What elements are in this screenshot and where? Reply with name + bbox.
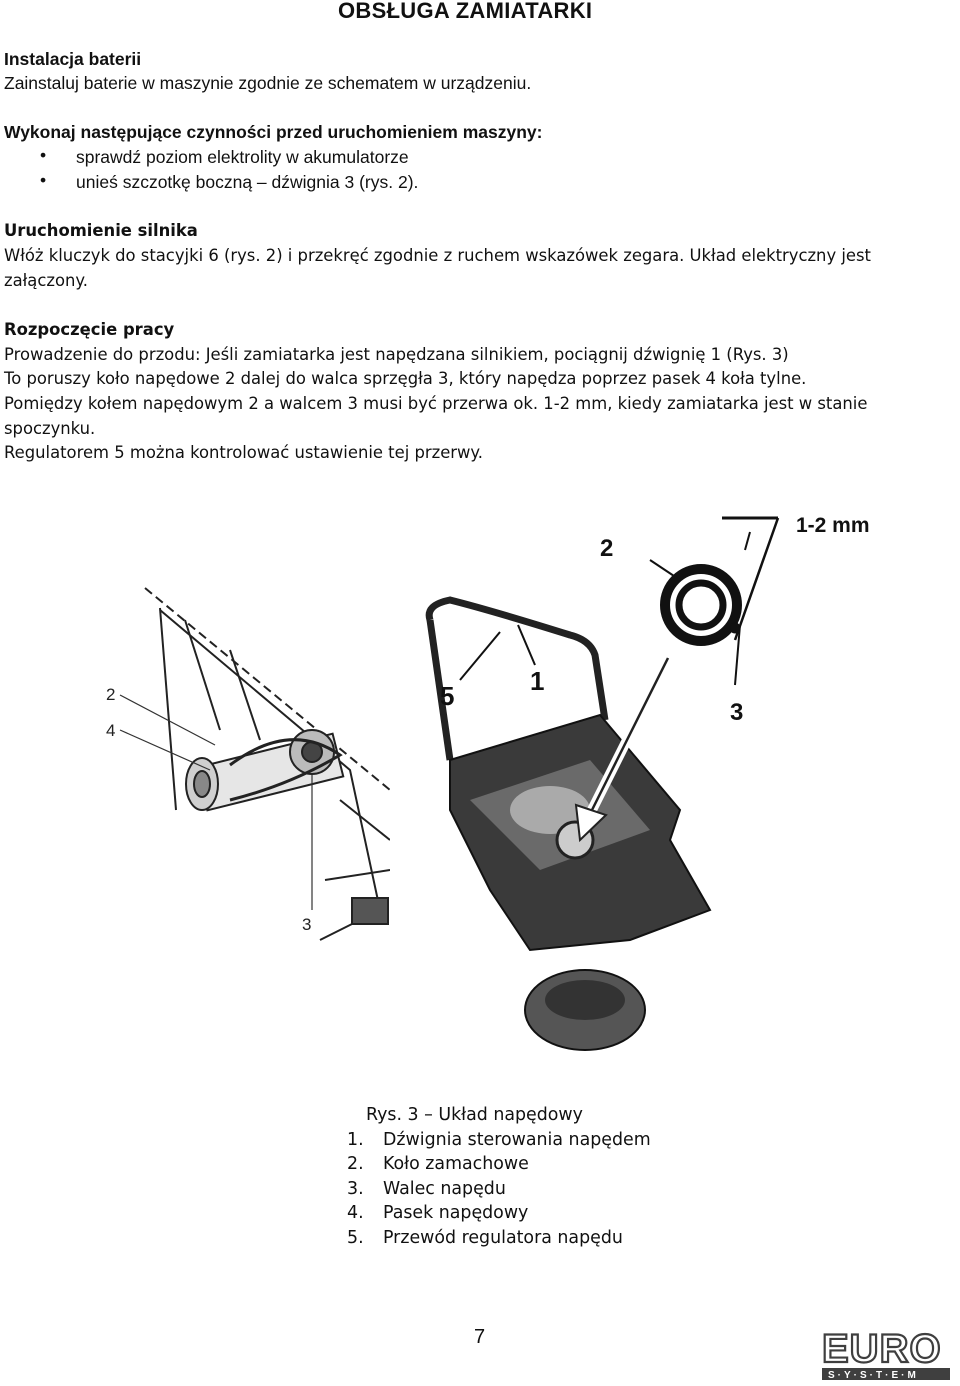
work-line: To poruszy koło napędowe 2 dalej do walc… [4,369,807,388]
right-label: 5 [440,681,454,711]
bullet-marker: • [40,145,47,165]
battery-text: Zainstaluj baterie w maszynie zgodnie ze… [4,73,532,93]
gap-label: 1-2 mm [796,514,870,537]
bullet-marker: • [40,170,47,190]
work-heading: Rozpoczęcie pracy [4,320,175,339]
left-label: 3 [302,915,311,934]
right-label: 1 [530,666,544,696]
engine-line: Włóż kluczyk do stacyjki 6 (rys. 2) i pr… [4,246,871,265]
before-start-heading: Wykonaj następujące czynności przed uruc… [4,122,543,142]
caption-item: 3.Walec napędu [347,1179,506,1199]
caption-item: 2.Koło zamachowe [347,1154,529,1174]
engine-heading: Uruchomienie silnika [4,221,198,240]
battery-heading: Instalacja baterii [4,49,142,69]
caption-item: 5.Przewód regulatora napędu [347,1228,623,1248]
caption-item: 4.Pasek napędowy [347,1203,529,1223]
before-start-item: unieś szczotkę boczną – dźwignia 3 (rys.… [76,172,419,192]
work-line: Regulatorem 5 można kontrolować ustawien… [4,443,484,462]
drive-detail-illustration: 2 4 3 [106,587,390,941]
logo-sub: S·Y·S·T·E·M [828,1370,919,1381]
work-line: Prowadzenie do przodu: Jeśli zamiatarka … [4,345,789,364]
left-label: 4 [106,721,115,740]
work-line: Pomiędzy kołem napędowym 2 a walcem 3 mu… [4,394,868,413]
caption-title: Rys. 3 – Układ napędowy [366,1105,583,1125]
page-title: OBSŁUGA ZAMIATARKI [338,0,593,23]
caption-item: 1.Dźwignia sterowania napędem [347,1130,651,1150]
work-line: spoczynku. [4,419,96,438]
left-label: 2 [106,685,115,704]
right-label: 2 [600,535,613,562]
logo-main: EURO [822,1327,942,1371]
page-number: 7 [474,1326,486,1348]
right-label: 3 [730,699,743,726]
engine-line: załączony. [4,271,88,290]
before-start-item: sprawdź poziom elektrolity w akumulatorz… [76,147,409,167]
euro-system-logo: EURO S·Y·S·T·E·M [821,1326,950,1381]
sweeper-illustration: 2 1-2 mm 5 1 3 [425,514,870,1051]
